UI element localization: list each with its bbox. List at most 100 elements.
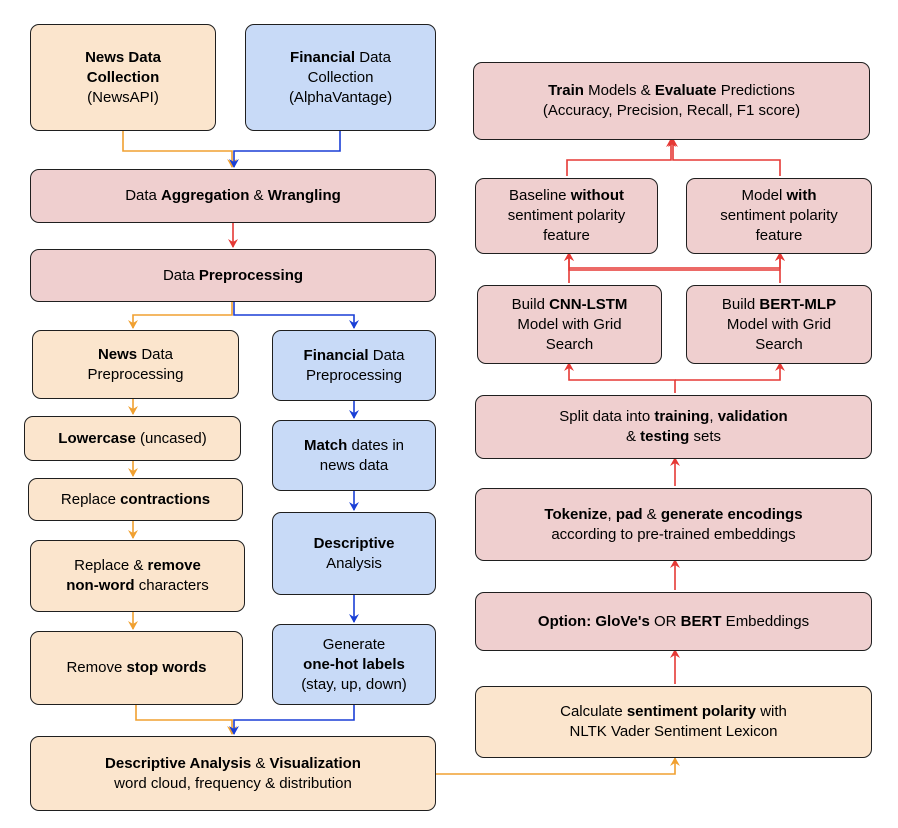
plain-text: , [607,505,616,523]
node-text-line: Financial Data [290,48,391,68]
plain-text: Embeddings [721,612,810,630]
plain-text: Calculate [560,703,627,720]
arrow-onehot-to-visualization [229,704,355,735]
node-text-line: Build CNN-LSTM [512,295,628,315]
arrow-bert-to-baseline [564,252,780,271]
plain-text: Data [355,48,391,66]
bold-text: Train [548,82,584,99]
plain-text: (Accuracy, Precision, Recall, F1 score) [542,102,801,119]
node-text-line: (stay, up, down) [301,675,407,695]
plain-text: sentiment polarity [507,207,626,224]
node-text-line: sentiment polarity [508,206,626,226]
plain-text: Data [125,187,162,204]
node-text-line: Search [546,335,594,355]
node-text-line: Generate [323,635,386,655]
bold-text: Tokenize [544,505,608,523]
bold-text: CNN-LSTM [549,295,628,313]
plain-text: Collection [307,68,374,86]
plain-text: Split data into [559,408,655,425]
arrow-preprocessing-to-news-branch [128,301,233,329]
node-text-line: Data Aggregation & Wrangling [125,186,341,206]
bold-text: Financial [303,346,369,364]
arrow-visualization-to-sentiment [436,757,680,775]
node-text-line: feature [543,226,590,246]
plain-text: sentiment polarity [720,207,838,224]
plain-text: Analysis [326,554,382,572]
node-text-line: (Accuracy, Precision, Recall, F1 score) [543,101,800,121]
plain-text: OR [649,612,681,630]
node-text-line: & testing sets [626,427,721,447]
plain-text: Predictions [716,82,795,99]
train-evaluate-box: Train Models & Evaluate Predictions(Accu… [473,62,870,140]
plain-text: , [709,408,718,425]
bold-text: testing [640,428,690,445]
remove-stop-words-box: Remove stop words [30,631,243,705]
node-text-line: word cloud, frequency & distribution [114,774,352,794]
bold-text: Match [303,436,348,454]
node-text-line: Replace & remove [74,556,201,576]
bold-text: Lowercase [58,429,136,447]
plain-text: Replace [60,490,121,508]
bold-text: stop words [126,659,207,676]
lowercase-box: Lowercase (uncased) [24,416,241,461]
node-text-line: according to pre-trained embeddings [551,525,795,545]
plain-text: characters [134,577,209,594]
plain-text: dates in [347,436,405,454]
plain-text: feature [755,227,803,244]
bold-text: remove [147,557,201,574]
arrow-baseline-to-train [566,138,676,176]
plain-text: & [642,505,661,523]
plain-text: (AlphaVantage) [288,88,393,106]
plain-text: Remove [66,659,127,676]
arrow-financial-to-aggregation [229,130,341,168]
bold-text: Wrangling [267,187,341,204]
bold-text: News Data [85,48,161,66]
replace-contractions-box: Replace contractions [28,478,243,521]
plain-text: Model with Grid [517,315,622,333]
node-text-line: Split data into training, validation [559,407,787,427]
node-text-line: (NewsAPI) [87,88,159,108]
bold-text: without [570,187,625,204]
plain-text: Search [755,335,803,353]
node-text-line: Analysis [326,554,382,574]
node-text-line: NLTK Vader Sentiment Lexicon [570,722,778,742]
plain-text: Search [545,335,594,353]
bold-text: contractions [120,490,211,508]
plain-text: Build [511,295,550,313]
plain-text: Preprocessing [87,365,184,383]
data-preprocessing-box: Data Preprocessing [30,249,436,302]
plain-text: (stay, up, down) [301,675,407,693]
bold-text: Descriptive Analysis [105,754,252,772]
node-text-line: Build BERT-MLP [722,295,836,315]
bold-text: Financial [290,48,356,66]
node-text-line: Data Preprocessing [163,266,303,286]
split-data-box: Split data into training, validation& te… [475,395,872,459]
plain-text: Preprocessing [306,366,402,384]
embeddings-option-box: Option: GloVe's OR BERT Embeddings [475,592,872,651]
bold-text: Aggregation [161,187,250,204]
node-text-line: Model with Grid [517,315,621,335]
plain-text: (uncased) [135,429,207,447]
node-text-line: Preprocessing [88,365,184,385]
node-text-line: Baseline without [509,186,624,206]
bold-text: Evaluate [654,82,717,99]
plain-text: Model [741,187,787,204]
plain-text: NLTK Vader Sentiment Lexicon [569,723,778,740]
arrow-split-to-bert [675,362,785,381]
node-text-line: Option: GloVe's OR BERT Embeddings [538,612,809,632]
arrow-news-to-aggregation [122,130,237,168]
plain-text: sets [689,428,722,445]
plain-text: feature [543,227,590,244]
plain-text: with [756,703,787,720]
node-text-line: News Data [98,345,173,365]
node-text-line: Remove stop words [66,658,206,678]
